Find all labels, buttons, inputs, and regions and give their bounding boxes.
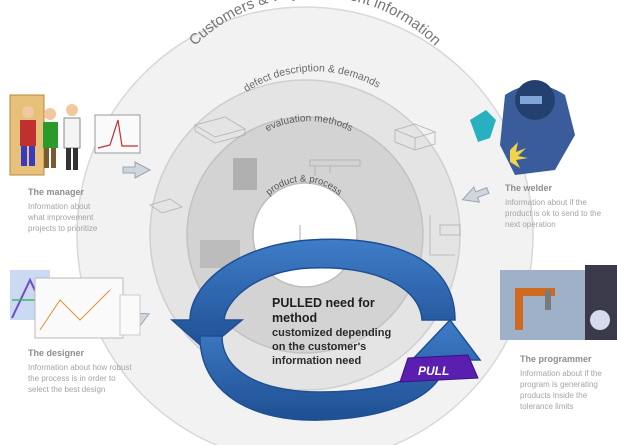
- welder-description: Information about if the product is ok t…: [505, 198, 602, 229]
- pull-badge-text: PULL: [418, 364, 449, 378]
- callout-body-line-3: information need: [272, 355, 362, 367]
- spark-icon: [510, 142, 528, 168]
- manager-title: The manager: [28, 187, 85, 197]
- bracket-sketch-icon: [429, 215, 461, 256]
- arrow-to-manager-icon: [122, 161, 152, 179]
- manager-illustration: [9, 94, 141, 176]
- welder-info: The welder Information about if the prod…: [505, 183, 615, 230]
- programmer-illustration: [500, 265, 617, 340]
- callout-headline-line-2: method: [272, 311, 318, 325]
- pull-badge: PULL: [399, 354, 479, 383]
- programmer-description: Information about if the program is gene…: [520, 369, 602, 411]
- welding-light-icon: [590, 310, 610, 330]
- manager-info: The manager Information about what impro…: [28, 187, 148, 234]
- designer-info: The designer Information about how robus…: [28, 348, 158, 395]
- cross-section-photo-icon: [233, 158, 257, 190]
- welder-hand-icon: [470, 110, 496, 142]
- pull-callout: PULLED need for method customized depend…: [272, 296, 432, 368]
- designer-description: Information about how robust the process…: [28, 363, 132, 394]
- caliper-sketch-icon: [309, 159, 361, 176]
- callout-body-line-1: customized depending: [272, 327, 392, 339]
- welder-illustration: [470, 80, 575, 175]
- arrow-to-welder-icon: [461, 186, 490, 203]
- plate-sketch-icon: [193, 116, 247, 144]
- welder-title: The welder: [505, 183, 553, 193]
- small-plate-sketch-icon: [148, 198, 184, 214]
- designer-title: The designer: [28, 348, 85, 358]
- report-page-icon: [34, 277, 124, 339]
- pull-cycle-arrows: [170, 238, 482, 421]
- lower-cycle-arrow-icon: [199, 318, 482, 421]
- programmer-info: The programmer Information about if the …: [520, 354, 615, 412]
- callout-headline-line-1: PULLED need for: [272, 296, 375, 310]
- programmer-title: The programmer: [520, 354, 592, 364]
- callout-body-line-2: on the customer's: [272, 341, 367, 353]
- manager-description: Information about what improvement proje…: [28, 202, 98, 233]
- upper-cycle-arrow-icon: [170, 238, 456, 351]
- block-sketch-icon: [393, 123, 437, 151]
- designer-illustration: [10, 270, 141, 339]
